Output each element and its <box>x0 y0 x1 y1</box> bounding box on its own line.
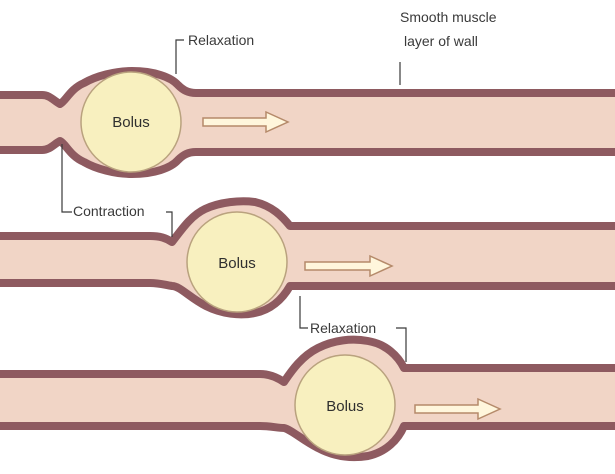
relaxation-top-leader <box>176 40 184 74</box>
tube-2-bolus-label: Bolus <box>218 255 256 272</box>
tube-3-bolus-label: Bolus <box>326 398 364 415</box>
relaxation-bottom-label: Relaxation <box>310 320 376 336</box>
relaxation-top-label: Relaxation <box>188 32 254 48</box>
tube-2-lower-wall <box>0 283 615 314</box>
tube-3: Bolus <box>0 340 615 457</box>
tube-1-bolus-label: Bolus <box>112 114 150 131</box>
smooth-muscle-label-line1: Smooth muscle <box>400 9 497 25</box>
tube-1: Bolus <box>0 71 615 174</box>
smooth-muscle-label-line2: layer of wall <box>404 33 478 49</box>
contraction-label: Contraction <box>73 203 145 219</box>
